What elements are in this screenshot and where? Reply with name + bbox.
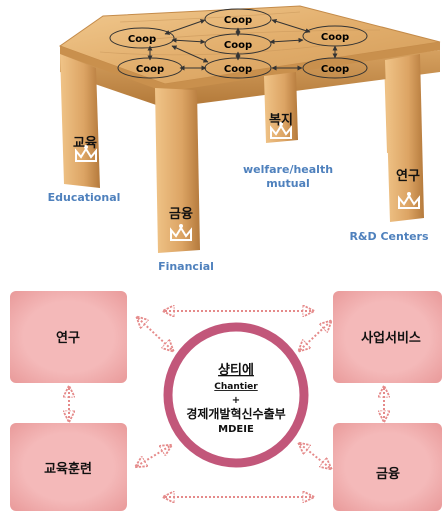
center-ministry: 경제개발혁신수출부: [186, 406, 285, 421]
crown-icon-finance: [170, 224, 192, 241]
leg-label-research-english: R&D Centers: [349, 230, 429, 243]
leg-label-welfare-english-2: mutual: [266, 177, 310, 190]
crown-icon-welfare: [270, 122, 292, 139]
leg-label-finance-english: Financial: [158, 260, 214, 273]
leg-label-education-english: Educational: [48, 191, 121, 204]
box-research: 연구: [10, 291, 127, 383]
leg-label-research-korean: 연구: [396, 169, 420, 184]
center-mdeie: MDEIE: [218, 424, 254, 435]
box-business-services: 사업서비스: [333, 291, 442, 383]
svg-text:사업서비스: 사업서비스: [361, 330, 421, 346]
leg-label-welfare-korean: 복지: [269, 113, 293, 128]
svg-text:Coop: Coop: [224, 15, 252, 26]
leg-finance: [155, 88, 200, 253]
coop-node-top: Coop: [204, 8, 272, 30]
leg-label-finance-korean: 금융: [169, 206, 193, 222]
svg-text:Coop: Coop: [136, 64, 164, 75]
svg-text:Coop: Coop: [128, 34, 156, 45]
coop-node-center: Coop: [204, 33, 272, 55]
network-diagram: 연구 사업서비스 교육훈련 금융 샹티에 Chantier + 경제개발혁신수출…: [10, 291, 442, 511]
center-title: 샹티에: [218, 362, 254, 378]
coop-node-right: Coop: [302, 25, 368, 47]
leg-label-welfare-english-1: welfare/health: [243, 163, 333, 176]
coop-node-left: Coop: [109, 27, 175, 49]
coop-network: Coop Coop Coop Coop Coop Coop Coop: [109, 8, 368, 79]
wooden-table: [58, 5, 441, 253]
dotted-connectors: [69, 311, 384, 497]
svg-text:연구: 연구: [56, 331, 80, 346]
crown-icon-research: [398, 192, 420, 209]
crown-icon-education: [75, 145, 97, 162]
svg-text:금융: 금융: [376, 466, 400, 482]
center-plus: +: [232, 395, 240, 406]
center-chantier: Chantier: [214, 382, 258, 392]
coop-node-lower-left: Coop: [117, 57, 183, 79]
leg-label-education-korean: 교육: [73, 135, 97, 151]
box-education-training: 교육훈련: [10, 423, 127, 511]
svg-text:Coop: Coop: [321, 32, 349, 43]
center-circle: 샹티에 Chantier + 경제개발혁신수출부 MDEIE: [163, 322, 309, 468]
svg-text:교육훈련: 교육훈련: [44, 461, 92, 477]
leg-research: [385, 54, 424, 222]
svg-text:Coop: Coop: [321, 64, 349, 75]
coop-node-lower-right: Coop: [302, 57, 368, 79]
leg-education: [60, 54, 100, 188]
leg-welfare: [264, 72, 298, 143]
svg-text:Coop: Coop: [224, 64, 252, 75]
svg-text:Coop: Coop: [224, 40, 252, 51]
coop-node-lower-center: Coop: [204, 57, 272, 79]
box-finance: 금융: [333, 423, 442, 511]
